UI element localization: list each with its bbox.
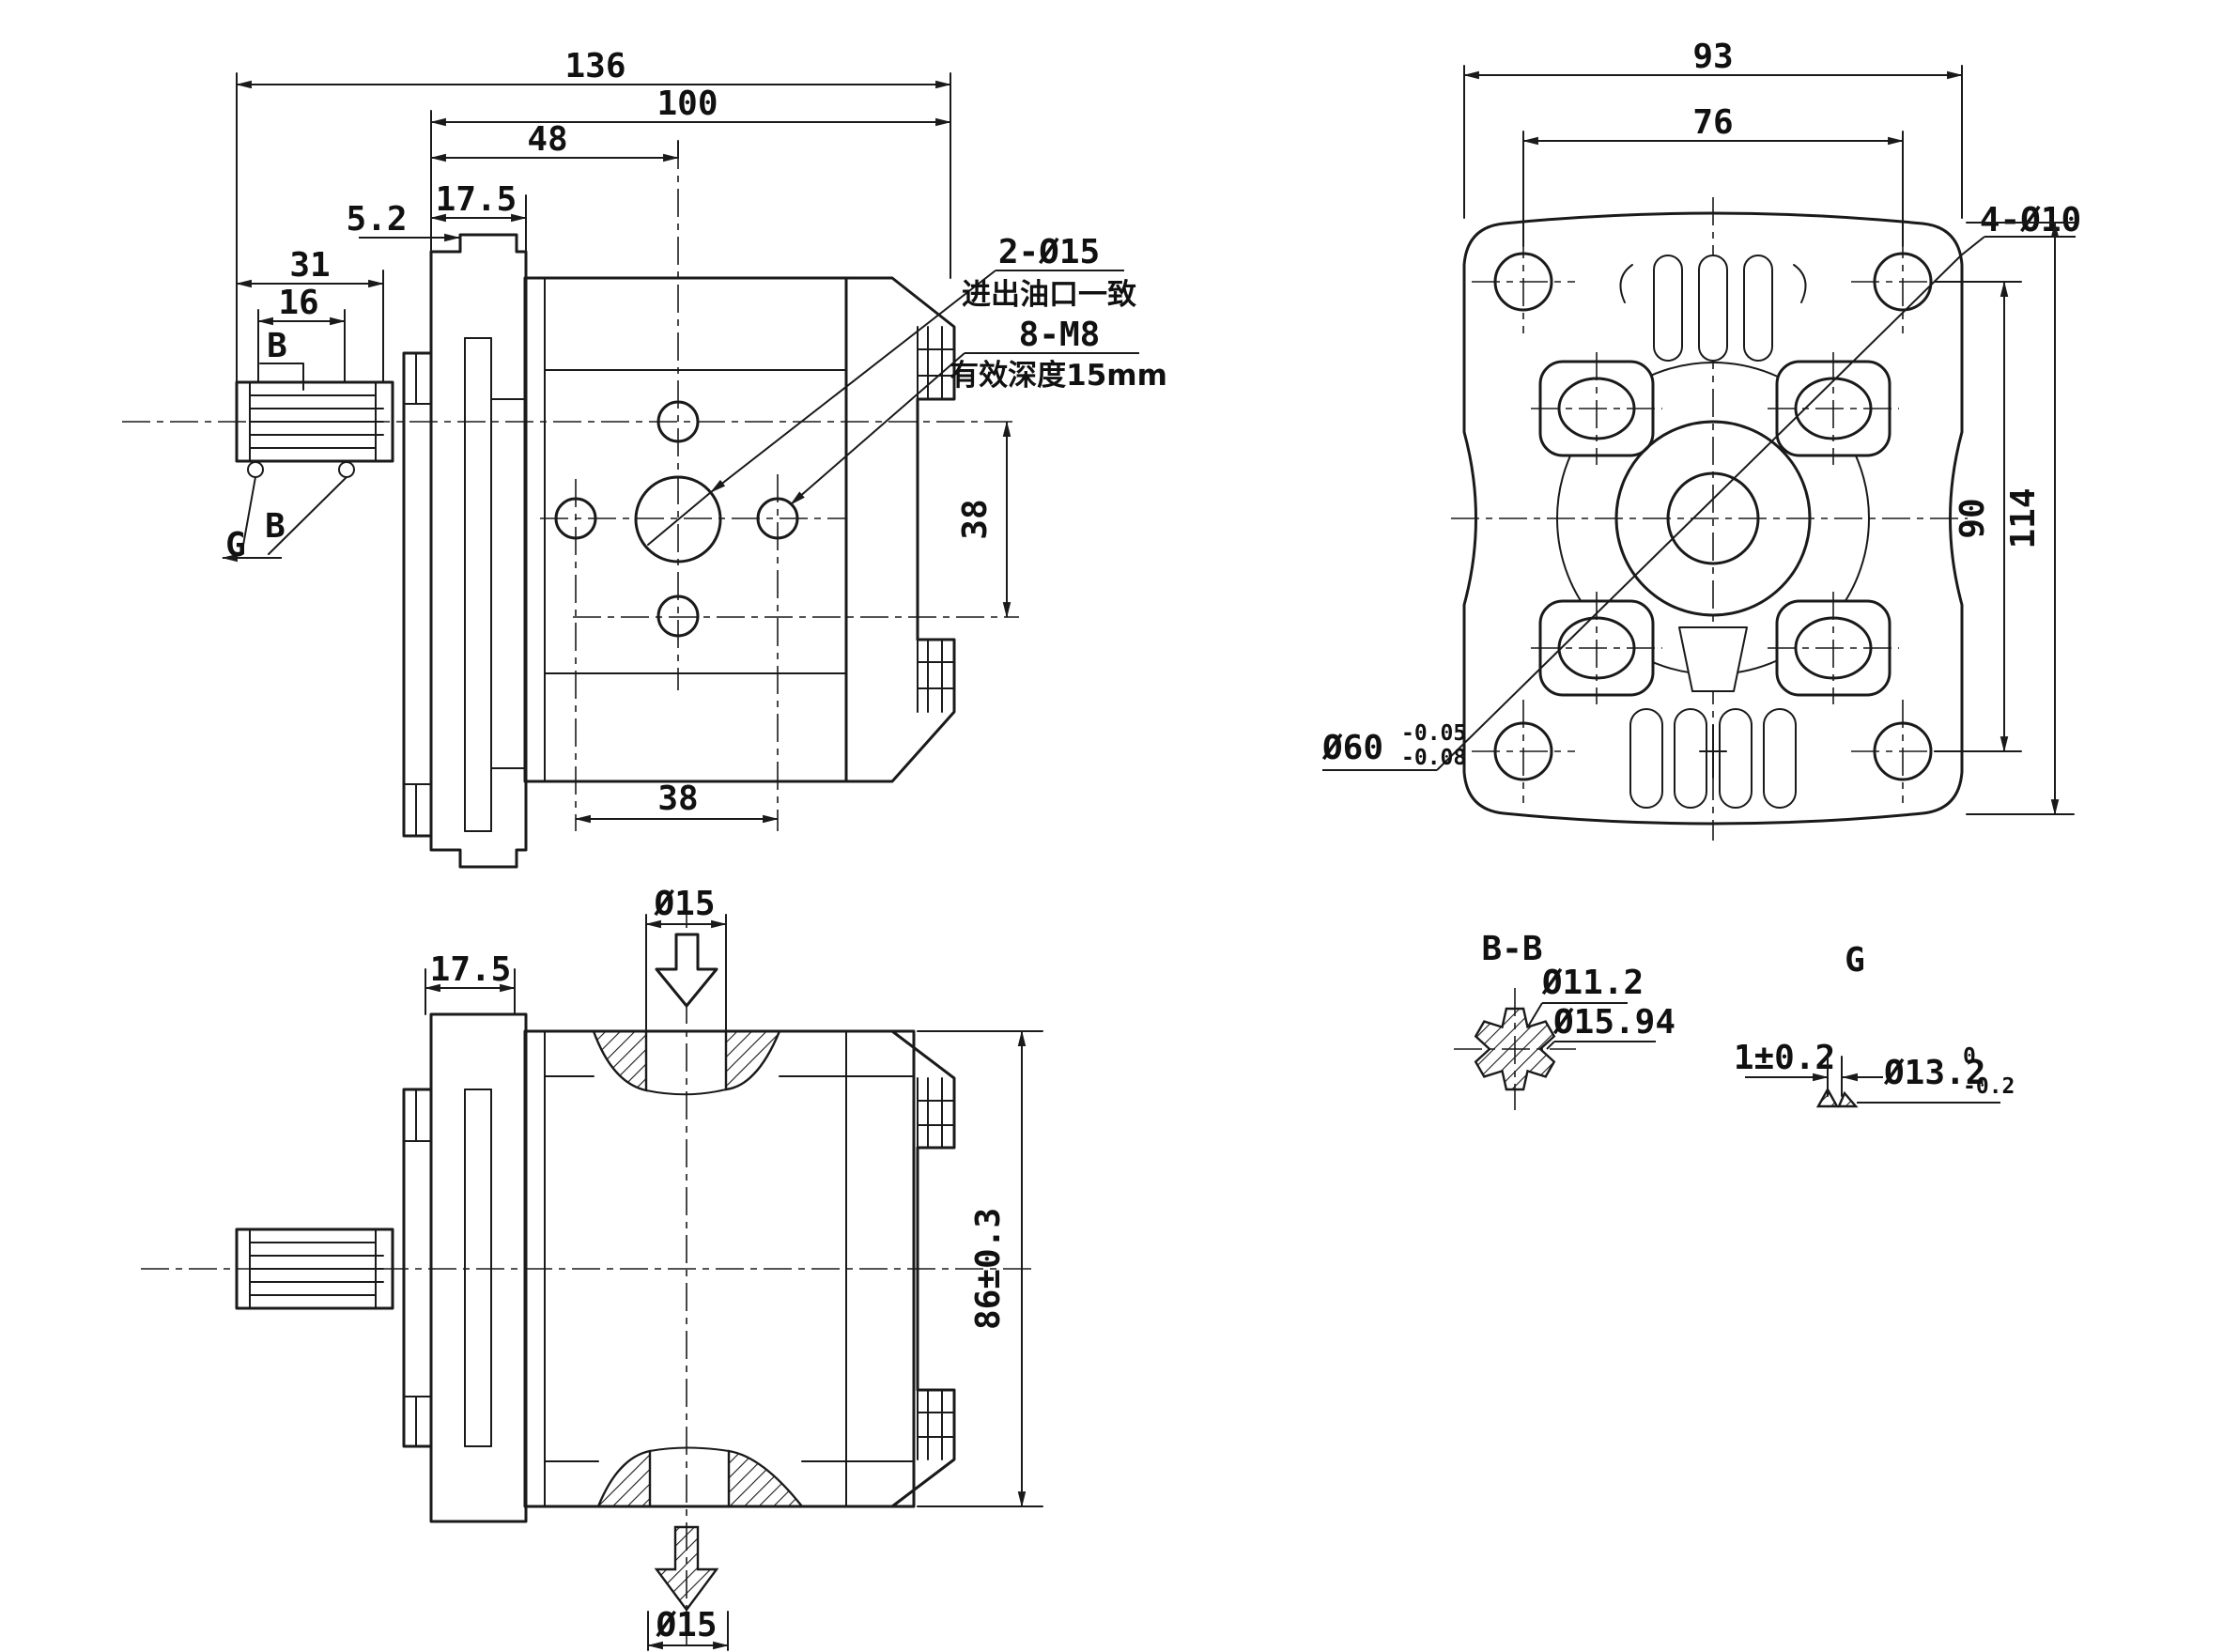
side-view-dimensions: 136 100 48 17.5 5.2 31 16 B G B 38 38 <box>225 47 1011 824</box>
dim-spline-minor: Ø11.2 <box>1541 964 1644 1002</box>
plan-mounting-flange <box>429 1012 528 1523</box>
plan-dim-86: 86±0.3 <box>969 1208 1008 1330</box>
dim-38-vertical: 38 <box>956 499 995 539</box>
plan-dim-17-5: 17.5 <box>430 950 512 989</box>
annotation-spigot-dia: Ø60 <box>1321 729 1383 767</box>
section-label-b-top: B <box>267 327 287 365</box>
drive-shaft <box>235 380 394 478</box>
plan-mounting-bracket <box>402 1088 433 1448</box>
side-view: 136 100 48 17.5 5.2 31 16 B G B 38 38 2-… <box>122 47 1167 869</box>
outlet-flow-arrow <box>654 1525 719 1613</box>
bolt-bosses <box>1531 352 1899 704</box>
annotation-ports-note: 进出油口一致 <box>962 278 1136 312</box>
section-marker-circle-left <box>247 461 264 478</box>
section-marker-circle-right <box>338 461 355 478</box>
dim-38-horizontal: 38 <box>657 780 698 818</box>
dim-groove-dia: Ø13.2 <box>1883 1054 1985 1092</box>
plan-drive-shaft <box>235 1227 394 1310</box>
central-bore <box>1614 420 1812 617</box>
casting-ribs <box>1619 255 1807 809</box>
cover-bolt-top <box>917 326 955 400</box>
plan-end-cover <box>844 1029 956 1508</box>
dim-spline-major: Ø15.94 <box>1552 1003 1675 1042</box>
dim-114: 114 <box>2004 487 2043 548</box>
annotation-spigot-tol-lower: -0.08 <box>1401 746 1466 770</box>
dim-17-5: 17.5 <box>436 180 517 219</box>
pump-body <box>523 276 848 783</box>
inlet-port-hatch-right <box>724 1029 781 1091</box>
corner-holes <box>1472 230 1954 803</box>
dim-136: 136 <box>564 47 625 85</box>
side-port-hole-pattern <box>554 400 799 831</box>
outlet-port-hatch-left <box>596 1449 652 1508</box>
dim-groove-dia-tol-lower: -0.2 <box>1963 1074 2015 1099</box>
flange-plate-outline <box>1462 211 1964 826</box>
dim-100: 100 <box>656 85 718 123</box>
dim-groove-dia-tol-upper: 0 <box>1963 1044 1976 1069</box>
side-view-annotations: 2-Ø15 进出油口一致 8-M8 有效深度15mm <box>647 233 1167 546</box>
inlet-flow-arrow <box>655 933 718 1008</box>
port-circle <box>634 475 722 564</box>
cover-bolt-bottom <box>917 639 955 713</box>
groove-profile-right <box>1837 1090 1859 1108</box>
mounting-flange <box>429 233 528 869</box>
section-sight-lines <box>221 363 347 563</box>
dim-5-2: 5.2 <box>346 200 407 239</box>
front-view-dimensions: 93 76 4-Ø10 90 114 Ø60 -0.05 -0.08 <box>1321 38 2081 816</box>
dim-16: 16 <box>278 284 318 322</box>
end-cover <box>844 276 956 783</box>
m8-hole-top <box>656 400 700 443</box>
annotation-corner-holes: 4-Ø10 <box>1980 201 2081 239</box>
spline-section <box>1474 1007 1556 1091</box>
annotation-thread: 8-M8 <box>1019 316 1101 354</box>
outlet-port-hatch-right <box>727 1449 805 1508</box>
m8-hole-bottom <box>656 594 700 638</box>
plan-view-dimensions: 17.5 Ø15 86±0.3 Ø15 <box>424 885 1043 1651</box>
section-label-b-bottom: B <box>265 507 286 546</box>
annotation-thread-note: 有效深度15mm <box>950 359 1167 393</box>
detail-g: G 1±0.2 Ø13.2 0 -0.2 <box>1734 941 2015 1108</box>
dim-31: 31 <box>289 246 330 285</box>
groove-profile-left <box>1815 1087 1840 1108</box>
dim-groove-width: 1±0.2 <box>1734 1039 1835 1077</box>
section-bb-title: B-B <box>1481 930 1542 968</box>
section-bb: B-B Ø11.2 Ø15.94 <box>1454 930 1675 1110</box>
annotation-spigot-tol-upper: -0.05 <box>1401 721 1466 746</box>
plan-dim-port-bottom: Ø15 <box>655 1606 717 1644</box>
plan-pump-body <box>523 1029 916 1508</box>
section-label-g: G <box>225 526 246 564</box>
dim-48: 48 <box>527 120 567 159</box>
dim-76: 76 <box>1692 103 1733 142</box>
mounting-bracket <box>402 351 433 838</box>
detail-g-title: G <box>1845 941 1865 980</box>
dim-93: 93 <box>1692 38 1733 76</box>
plan-view: 17.5 Ø15 86±0.3 Ø15 <box>141 885 1043 1651</box>
front-view: 93 76 4-Ø10 90 114 Ø60 -0.05 -0.08 <box>1321 38 2081 841</box>
inlet-port-hatch-left <box>592 1029 648 1092</box>
annotation-ports: 2-Ø15 <box>998 233 1100 271</box>
plan-dim-port-top: Ø15 <box>653 885 715 923</box>
dim-90: 90 <box>1953 498 1992 538</box>
